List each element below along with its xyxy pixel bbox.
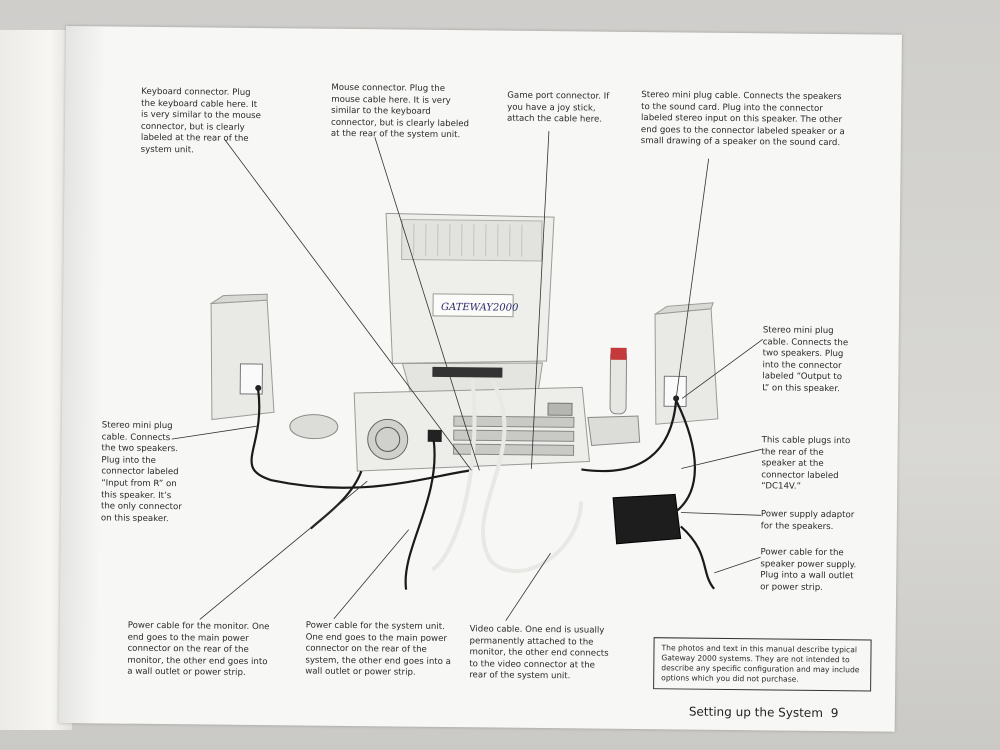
left-speaker xyxy=(209,293,275,421)
callout-dc-cable: This cable plugs into the rear of the sp… xyxy=(761,435,851,493)
monitor: GATEWAY2000 xyxy=(385,212,555,393)
callout-stereo-cable-left-speaker: Stereo mini plug cable. Connects the two… xyxy=(100,420,182,524)
monitor-logo: GATEWAY2000 xyxy=(441,302,519,314)
page-footer-title: Setting up the System xyxy=(688,704,823,720)
callout-system-power-cable: Power cable for the system unit. One end… xyxy=(305,620,452,679)
leader-lines xyxy=(171,131,763,621)
computer-setup-illustration: GATEWAY2000 xyxy=(171,131,763,621)
page-number: 9 xyxy=(830,706,839,721)
callout-mouse-connector: Mouse connector. Plug the mouse cable he… xyxy=(330,82,470,141)
callout-speaker-power-cable: Power cable for the speaker power supply… xyxy=(760,547,857,593)
callout-keyboard-connector: Keyboard connector. Plug the keyboard ca… xyxy=(140,86,262,156)
white-cables xyxy=(431,379,584,574)
callout-game-port: Game port connector. If you have a joy s… xyxy=(506,90,610,125)
manual-page: GATEWAY2000 xyxy=(58,26,902,732)
callout-monitor-power-cable: Power cable for the monitor. One end goe… xyxy=(127,620,270,679)
callout-power-adaptor: Power supply adaptor for the speakers. xyxy=(760,509,855,532)
power-adaptor xyxy=(612,493,682,545)
right-speaker xyxy=(654,302,719,425)
mouse xyxy=(289,414,339,440)
callout-stereo-cable-sound-card: Stereo mini plug cable. Connects the spe… xyxy=(640,90,845,149)
system-unit xyxy=(353,386,591,472)
joystick xyxy=(587,347,641,447)
disclaimer-box: The photos and text in this manual descr… xyxy=(653,637,872,692)
callout-video-cable: Video cable. One end is usually permanen… xyxy=(469,624,609,682)
callout-stereo-cable-right-speaker: Stereo mini plug cable. Connects the two… xyxy=(762,325,849,395)
